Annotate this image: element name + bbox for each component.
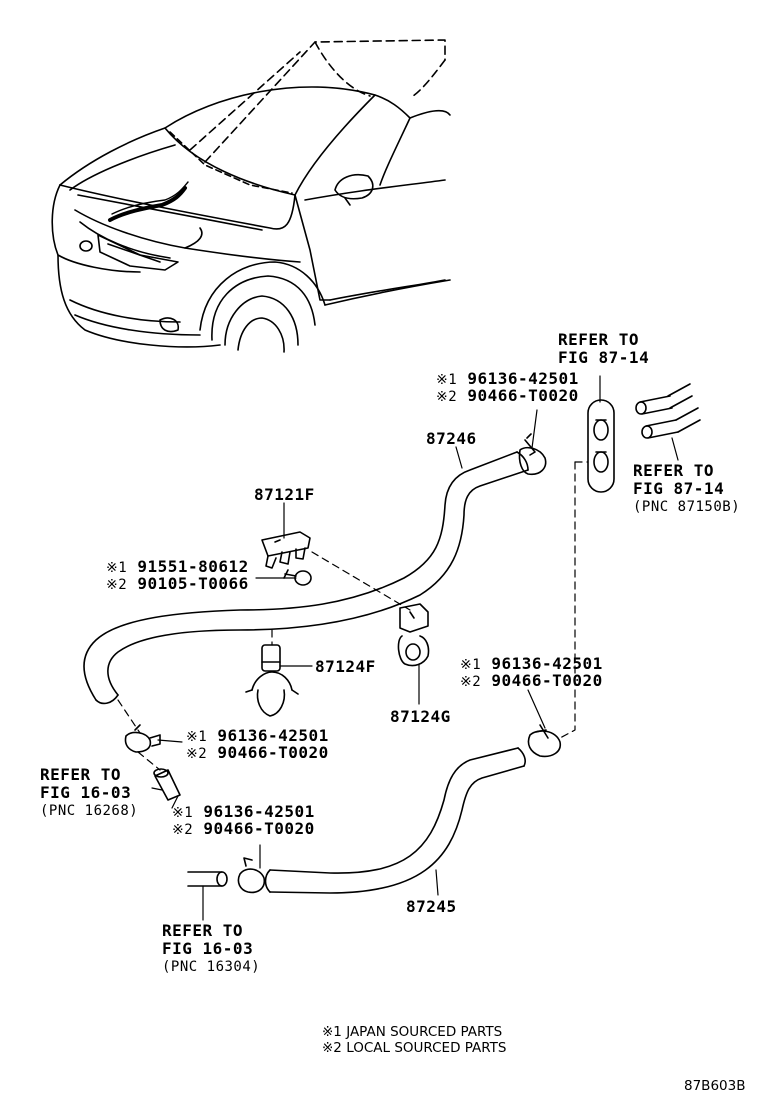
refer-right-line3: (PNC 87150B) bbox=[633, 499, 741, 515]
hose-87245 bbox=[264, 747, 526, 894]
legend-japan-row: ※1 JAPAN SOURCED PARTS bbox=[322, 1024, 502, 1040]
mark-local: ※2 bbox=[186, 746, 208, 762]
clamp-bottom-local-row: ※2 90466-T0020 bbox=[172, 820, 315, 839]
clamp-left-local-row: ※2 90466-T0020 bbox=[186, 744, 329, 763]
legend-mark-local: ※2 bbox=[322, 1040, 342, 1056]
clamp-right-local-number: 90466-T0020 bbox=[491, 671, 603, 690]
diagram-code: 87B603B bbox=[684, 1078, 746, 1094]
refer-right-line1: REFER TO bbox=[633, 461, 715, 480]
legend-local-text: LOCAL SOURCED PARTS bbox=[346, 1040, 507, 1056]
grommet-87150b bbox=[587, 399, 615, 493]
part-label-87121f: 87121F bbox=[254, 485, 315, 504]
phantom-lines bbox=[117, 461, 589, 771]
clamp-left-jp-row: ※1 96136-42501 bbox=[186, 727, 329, 746]
bolt-jp-row: ※1 91551-80612 bbox=[106, 558, 249, 577]
mark-local: ※2 bbox=[172, 822, 194, 838]
bolt-local-row: ※2 90105-T0066 bbox=[106, 575, 249, 594]
clamp-top-local-row: ※2 90466-T0020 bbox=[436, 387, 579, 406]
part-label-87246: 87246 bbox=[426, 429, 477, 448]
refer-left-line2: FIG 16-03 bbox=[40, 783, 132, 802]
mark-japan: ※1 bbox=[172, 805, 194, 821]
refer-left-line1: REFER TO bbox=[40, 765, 122, 784]
refer-right-line2: FIG 87-14 bbox=[633, 479, 725, 498]
clamp-right-jp-number: 96136-42501 bbox=[491, 654, 603, 673]
mark-local: ※2 bbox=[436, 389, 458, 405]
clamp-bottom-local-number: 90466-T0020 bbox=[203, 819, 315, 838]
clamp-bottom bbox=[237, 857, 266, 894]
refer-bottom-line2: FIG 16-03 bbox=[162, 939, 254, 958]
car-illustration bbox=[51, 39, 451, 353]
pipe-stub-bottom bbox=[187, 871, 228, 887]
bolt-jp-number: 91551-80612 bbox=[137, 557, 249, 576]
clamp-left bbox=[124, 724, 161, 753]
mark-local: ※2 bbox=[106, 577, 128, 593]
clamp-right-jp-row: ※1 96136-42501 bbox=[460, 655, 603, 674]
part-label-87124f: 87124F bbox=[315, 657, 376, 676]
mark-japan: ※1 bbox=[106, 560, 128, 576]
clamp-right-local-row: ※2 90466-T0020 bbox=[460, 672, 603, 691]
part-label-87245: 87245 bbox=[406, 897, 457, 916]
mark-local: ※2 bbox=[460, 674, 482, 690]
pipe-stubs-top-right bbox=[635, 383, 701, 439]
clamp-top-jp-row: ※1 96136-42501 bbox=[436, 370, 579, 389]
refer-top-line2: FIG 87-14 bbox=[558, 348, 650, 367]
refer-bottom-line3: (PNC 16304) bbox=[162, 959, 261, 975]
clamp-top-local-number: 90466-T0020 bbox=[467, 386, 579, 405]
pipe-stub-left bbox=[153, 768, 181, 801]
clamp-left-jp-number: 96136-42501 bbox=[217, 726, 329, 745]
hose-87246 bbox=[83, 451, 529, 705]
mark-japan: ※1 bbox=[460, 657, 482, 673]
mark-japan: ※1 bbox=[186, 729, 208, 745]
mark-japan: ※1 bbox=[436, 372, 458, 388]
refer-left-line3: (PNC 16268) bbox=[40, 803, 139, 819]
clip-87124g bbox=[397, 603, 430, 667]
bolt-local-number: 90105-T0066 bbox=[137, 574, 249, 593]
clamp-left-local-number: 90466-T0020 bbox=[217, 743, 329, 762]
refer-bottom-line1: REFER TO bbox=[162, 921, 244, 940]
refer-top-line1: REFER TO bbox=[558, 330, 640, 349]
clamp-right bbox=[527, 724, 562, 758]
bracket-87121f bbox=[261, 531, 311, 569]
legend-mark-japan: ※1 bbox=[322, 1024, 342, 1040]
clamp-bottom-jp-row: ※1 96136-42501 bbox=[172, 803, 315, 822]
clamp-top-jp-number: 96136-42501 bbox=[467, 369, 579, 388]
leader-lines bbox=[151, 375, 679, 921]
clip-87124f bbox=[245, 644, 299, 717]
clamp-top bbox=[518, 433, 547, 476]
part-label-87124g: 87124G bbox=[390, 707, 451, 726]
legend-local-row: ※2 LOCAL SOURCED PARTS bbox=[322, 1040, 507, 1056]
legend-japan-text: JAPAN SOURCED PARTS bbox=[346, 1024, 503, 1040]
clamp-bottom-jp-number: 96136-42501 bbox=[203, 802, 315, 821]
